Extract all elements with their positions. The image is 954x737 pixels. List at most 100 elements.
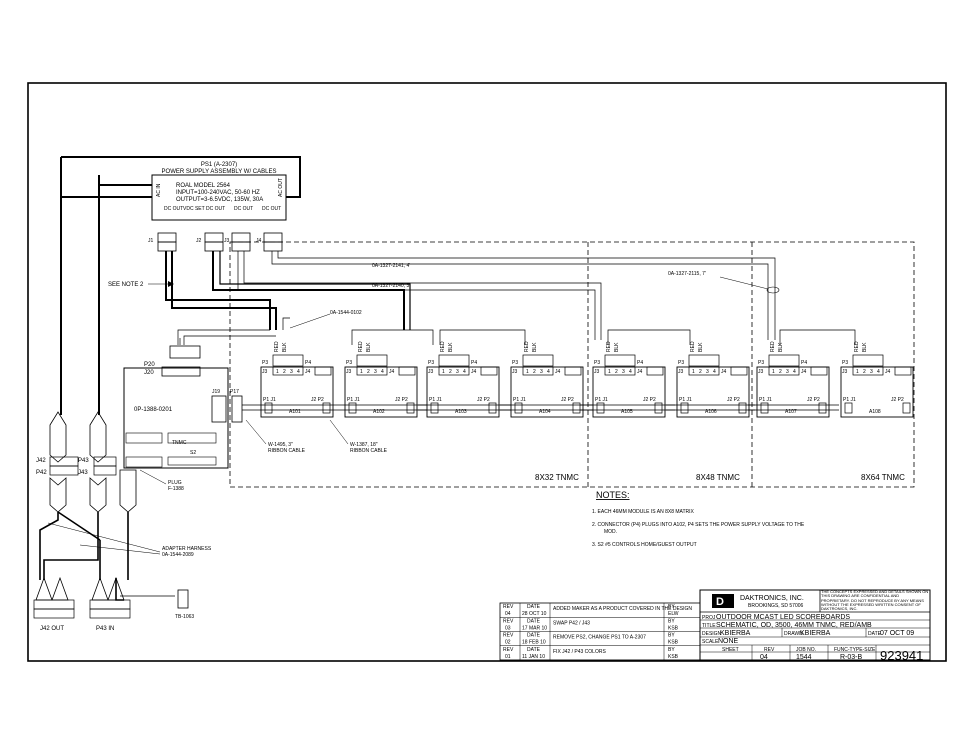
rev-date: 18 FEB 10: [522, 640, 546, 646]
j2-label: J2: [196, 238, 202, 244]
p3-connector: [688, 354, 720, 367]
j3-label: J3: [512, 369, 518, 375]
pin-number: 1: [276, 369, 279, 375]
controller-p20: P20 J20: [144, 345, 201, 377]
p1-connector: [596, 402, 605, 414]
p2-connector: [738, 402, 747, 414]
p3-label: P3: [346, 360, 352, 366]
j4-connector: [646, 366, 664, 376]
j4-connector: [480, 366, 498, 376]
pin-number: 4: [793, 369, 796, 375]
ribbon-w1495-b: RIBBON CABLE: [268, 448, 306, 454]
label-date: DATE: [868, 631, 882, 637]
module-ref: A104: [539, 409, 551, 415]
ps1-ac-out-label: AC OUT: [278, 178, 284, 197]
sheet-number: 04: [760, 654, 768, 661]
p1-connector: [760, 402, 769, 414]
note-2b: MOD.: [604, 529, 617, 535]
p1-connector: [348, 402, 357, 414]
adapter-label-b: 0A-1544-2089: [162, 552, 194, 558]
pin-number: 1: [692, 369, 695, 375]
note-1: 1. EACH 46MM MODULE IS AN 8X8 MATRIX: [592, 509, 695, 515]
j3-label: J3: [262, 369, 268, 375]
pin-number: 4: [713, 369, 716, 375]
harness-j42: J42 P42: [36, 411, 79, 513]
j3-connector: [522, 366, 554, 376]
pin-number: 3: [706, 369, 709, 375]
module-ref: A108: [869, 409, 881, 415]
p2-connector: [406, 402, 415, 414]
label-job: JOB NO.: [796, 647, 816, 653]
j19-connector: [211, 395, 227, 423]
ps1-model: ROAL MODEL 2564: [176, 183, 231, 189]
label-func: FUNC-TYPE-SIZE: [834, 647, 876, 653]
pin-number: 2: [367, 369, 370, 375]
j3-label: J3: [758, 369, 764, 375]
signal-wiring: [177, 251, 856, 345]
pin-number: 1: [360, 369, 363, 375]
rev-desc: REMOVE PS2, CHANGE PS1 TO A-2307: [553, 635, 646, 641]
cable-label-2115: 0A-1327-2115, 7': [668, 271, 706, 277]
drawing-date: 07 OCT 09: [880, 630, 914, 637]
j3-label: J3: [224, 238, 230, 244]
section-label-8x32: 8X32 TNMC: [535, 473, 579, 482]
module-ref: A107: [785, 409, 797, 415]
p3-connector: [356, 354, 388, 367]
p43-in-label: P43 IN: [96, 626, 114, 632]
aux-connector-2: [125, 456, 163, 468]
j4-label: J4: [389, 369, 395, 375]
j2p2-label: J2 P2: [395, 397, 408, 403]
rev-number: 04: [505, 611, 511, 617]
leader-line: [139, 469, 167, 485]
ribbon-w1495: W-1495, 3": [268, 442, 293, 448]
rev-date: 17 MAR 10: [522, 625, 547, 631]
ps-connector-j4: J4: [256, 232, 283, 252]
note-2a: 2. CONNECTOR (P4) PLUGS INTO A102, P4 SE…: [592, 522, 805, 528]
section-label-8x64: 8X64 TNMC: [861, 473, 905, 482]
label-title: TITLE: [702, 623, 716, 629]
section-label-8x48: 8X48 TNMC: [696, 473, 740, 482]
pin-number: 2: [699, 369, 702, 375]
ribbon-w1387-b: RIBBON CABLE: [350, 448, 388, 454]
pin-number: 3: [786, 369, 789, 375]
p1j1-label: P1 J1: [843, 397, 856, 403]
j3-connector: [438, 366, 470, 376]
rev-desc: FIX J42 / P43 COLORS: [553, 649, 606, 655]
j3-connector: [604, 366, 636, 376]
wire-color-label: RED: [440, 341, 446, 352]
daktronics-logo: [712, 594, 734, 608]
pin-number: 4: [877, 369, 880, 375]
j4-label: J4: [471, 369, 477, 375]
module-ref: A106: [705, 409, 717, 415]
p3-connector: [604, 354, 636, 367]
pin-number: 1: [772, 369, 775, 375]
module-ref: A105: [621, 409, 633, 415]
j2p2-label: J2 P2: [477, 397, 490, 403]
cable-label-0102: 0A-1544-0102: [330, 310, 362, 316]
j19-label: J19: [212, 389, 220, 395]
ps-connector-j2: J2: [196, 232, 224, 252]
p2-connector: [488, 402, 497, 414]
p2-connector: [818, 402, 827, 414]
drawing-scale: NONE: [718, 638, 739, 645]
pin-number: 2: [449, 369, 452, 375]
j4-connector: [314, 366, 332, 376]
ps1-dc-out-3: DC OUT: [234, 206, 253, 212]
p43-label: P43: [78, 458, 89, 464]
pin-number: 4: [547, 369, 550, 375]
p4-label: P4: [637, 360, 643, 366]
j20-label: J20: [144, 370, 154, 376]
arrow-head: [168, 281, 174, 287]
p17-label: P17: [230, 389, 239, 395]
j4-connector: [398, 366, 416, 376]
j3-connector: [272, 366, 304, 376]
controller-part: 0P-1388-0201: [134, 407, 173, 413]
p3-label: P3: [678, 360, 684, 366]
section-box: [229, 241, 915, 488]
p3-connector: [768, 354, 800, 367]
p1j1-label: P1 J1: [759, 397, 772, 403]
p4-label: P4: [305, 360, 311, 366]
